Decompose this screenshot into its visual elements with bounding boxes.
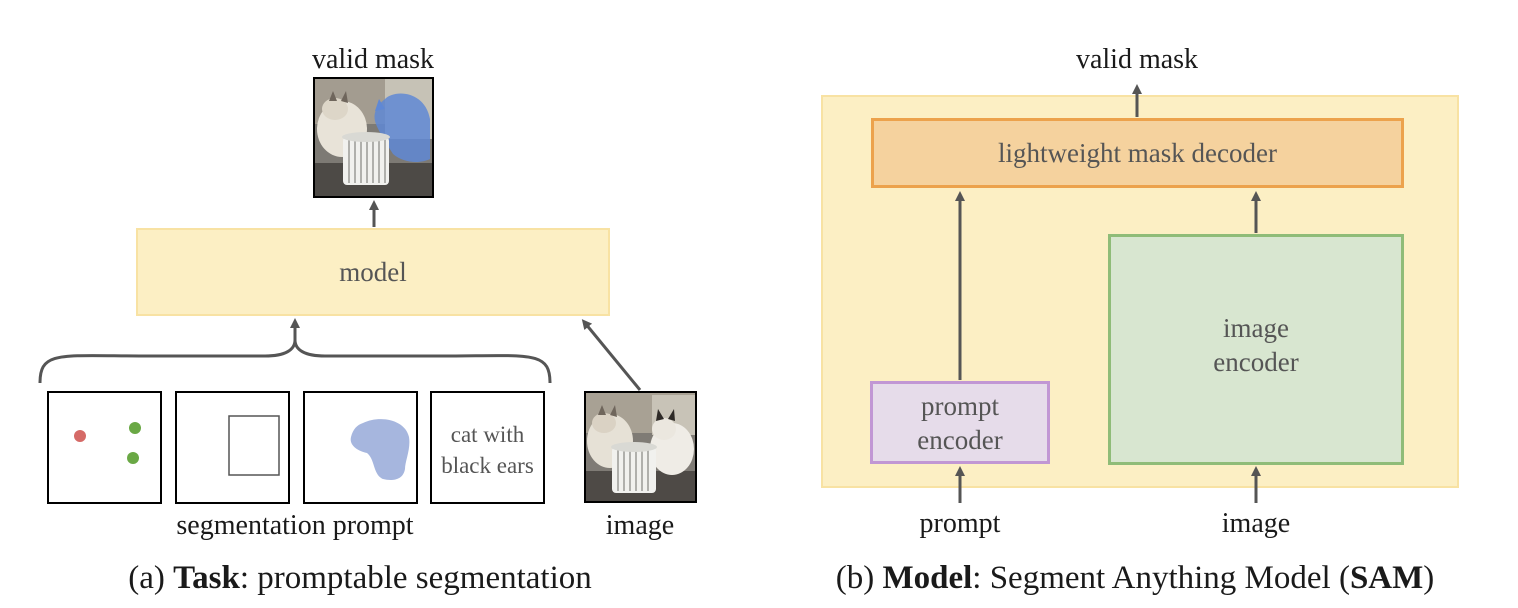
- mask-blob-shape: [350, 419, 410, 480]
- model-output-label: valid mask: [1075, 44, 1199, 75]
- task-caption-bold: Task: [173, 560, 240, 596]
- task-output-label: valid mask: [311, 44, 435, 75]
- mask-prompt-box: [303, 391, 418, 504]
- image-encoder-label-line-1: image: [1223, 313, 1289, 343]
- text-prompt-box: cat with black ears: [430, 391, 545, 504]
- task-caption: (a) Task: promptable segmentation: [128, 560, 592, 596]
- image-encoder-box: image encoder: [1108, 234, 1404, 465]
- segmentation-prompt-label: segmentation prompt: [176, 510, 414, 541]
- bounding-box-shape: [228, 415, 280, 476]
- model-prompt-label: prompt: [919, 508, 1001, 539]
- task-image-label: image: [605, 510, 675, 541]
- model-box: model: [136, 228, 610, 316]
- mask-decoder-label: lightweight mask decoder: [998, 137, 1277, 168]
- prompt-encoder-box: prompt encoder: [870, 381, 1050, 464]
- image-to-model-arrow: [581, 319, 642, 391]
- text-prompt-line-2: black ears: [441, 453, 534, 478]
- mask-decoder-box: lightweight mask decoder: [871, 118, 1404, 188]
- prompt-group-brace: [38, 339, 552, 384]
- positive-point: [127, 452, 139, 464]
- model-label: model: [339, 256, 407, 287]
- input-image: [584, 391, 697, 503]
- prompt-encoder-label-line-2: encoder: [917, 424, 1003, 455]
- image-encoder-label-line-2: encoder: [1213, 347, 1299, 377]
- prompt-encoder-label-line-1: prompt: [921, 390, 999, 421]
- valid-mask-image: [313, 77, 434, 198]
- model-caption: (b) Model: Segment Anything Model (SAM): [835, 560, 1435, 596]
- negative-point: [74, 430, 86, 442]
- point-prompt-box: [47, 391, 162, 504]
- model-image-label: image: [1221, 508, 1291, 539]
- text-prompt-line-1: cat with: [450, 422, 525, 447]
- box-prompt-box: [175, 391, 290, 504]
- model-caption-bold-sam: SAM: [1349, 560, 1424, 596]
- model-caption-bold: Model: [882, 560, 973, 596]
- positive-point: [129, 422, 141, 434]
